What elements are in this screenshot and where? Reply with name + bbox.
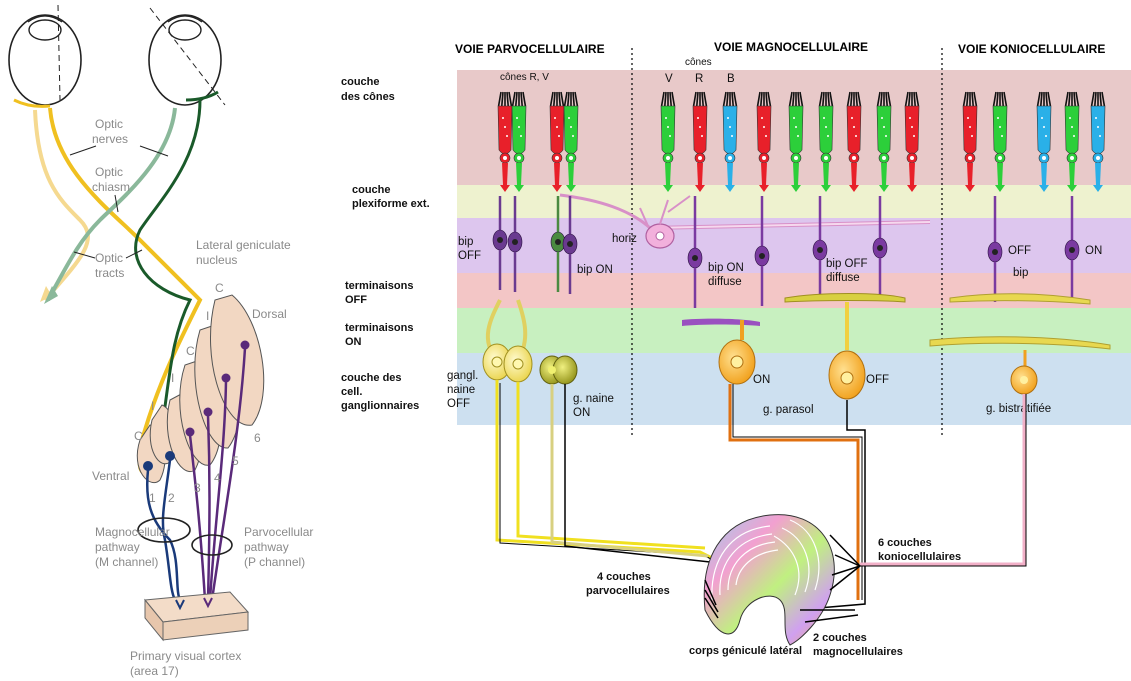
bip-off-label-2: OFF xyxy=(458,250,481,262)
row-cones-2: des cônes xyxy=(341,91,395,103)
parvo-layers-2: parvocellulaires xyxy=(586,585,670,597)
cones-rv-label: cônes R, V xyxy=(500,72,549,83)
corps-genicule-label: corps géniculé latéral xyxy=(689,645,802,657)
magno-label-2: pathway xyxy=(95,540,140,554)
c-mark-1: C xyxy=(134,429,143,443)
parvo-label-2: pathway xyxy=(244,540,289,554)
lgn-label-1: Lateral geniculate xyxy=(196,238,291,252)
i-mark-3: I xyxy=(206,309,209,323)
lgn-left xyxy=(137,295,263,483)
parvo-label-1: Parvocellular xyxy=(244,525,313,539)
bip-on-diffuse-2: diffuse xyxy=(708,276,742,288)
i-mark-1: I xyxy=(151,399,154,413)
cone-v-label: V xyxy=(665,73,673,85)
parvo-layers-1: 4 couches xyxy=(597,571,651,583)
bip-off-diffuse-2: diffuse xyxy=(826,272,860,284)
left-eye xyxy=(9,5,81,106)
cortex-label-1: Primary visual cortex xyxy=(130,649,241,663)
layer-number-3: 3 xyxy=(194,481,201,495)
cones-label: cônes xyxy=(685,57,712,68)
magno-label-3: (M channel) xyxy=(95,555,158,569)
row-plex-1: couche xyxy=(352,184,391,196)
optic-chiasm-label-2: chiasm xyxy=(92,180,130,194)
parasol-off-label: OFF xyxy=(866,374,889,386)
lgn-label-2: nucleus xyxy=(196,253,237,267)
row-termoff-2: OFF xyxy=(345,294,367,306)
right-eye xyxy=(149,8,225,105)
parvo-label-3: (P channel) xyxy=(244,555,305,569)
row-plex-2: plexiforme ext. xyxy=(352,198,430,210)
row-termon-1: terminaisons xyxy=(345,322,413,334)
optic-tracts-label-2: tracts xyxy=(95,266,124,280)
left-diagram: Optic nerves Optic chiasm Optic tracts L… xyxy=(9,5,313,678)
row-gang-2: cell. xyxy=(341,386,362,398)
lgn-right xyxy=(704,515,834,645)
layer-number-6: 6 xyxy=(254,431,261,445)
cone-b-label: B xyxy=(727,73,735,85)
g-bistratifiee-label: g. bistratifiée xyxy=(986,403,1051,415)
layer-number-5: 5 xyxy=(232,454,239,468)
optic-tracts-label-1: Optic xyxy=(95,251,123,265)
layer-number-1: 1 xyxy=(149,491,156,505)
bip-off-diffuse-1: bip OFF xyxy=(826,258,868,270)
header-parvo: VOIE PARVOCELLULAIRE xyxy=(455,42,605,56)
bip-on-label: bip ON xyxy=(577,264,613,276)
bip-off-label-1: bip xyxy=(458,236,473,248)
i-mark-2: I xyxy=(171,371,174,385)
cortex-block xyxy=(145,592,248,640)
g-naine-on-2: ON xyxy=(573,407,590,419)
cortex-label-2: (area 17) xyxy=(130,664,179,678)
cone-r-label: R xyxy=(695,73,703,85)
gangl-naine-off-2: naine xyxy=(447,384,475,396)
header-magno: VOIE MAGNOCELLULAIRE xyxy=(714,40,868,54)
row-gang-3: ganglionnaires xyxy=(341,400,419,412)
row-gang-1: couche des xyxy=(341,372,402,384)
gangl-naine-off-1: gangl. xyxy=(447,370,478,382)
konio-bip-label: bip xyxy=(1013,267,1028,279)
midget-ganglion-on-2 xyxy=(553,356,577,384)
konio-off-label: OFF xyxy=(1008,245,1031,257)
bip-on-diffuse-1: bip ON xyxy=(708,262,744,274)
konio-layers-1: 6 couches xyxy=(878,537,932,549)
konio-on-label: ON xyxy=(1085,245,1102,257)
magno-label-1: Magnocellular xyxy=(95,525,170,539)
row-termoff-1: terminaisons xyxy=(345,280,413,292)
magno-layers-2: magnocellulaires xyxy=(813,646,903,658)
horiz-label: horiz xyxy=(612,233,637,245)
optic-chiasm-label-1: Optic xyxy=(95,165,123,179)
layer-number-2: 2 xyxy=(168,491,175,505)
layer-number-4: 4 xyxy=(214,471,221,485)
optic-nerves-label-2: nerves xyxy=(92,132,128,146)
c-mark-2: C xyxy=(186,344,195,358)
dorsal-label: Dorsal xyxy=(252,307,287,321)
header-konio: VOIE KONIOCELLULAIRE xyxy=(958,42,1105,56)
parasol-on-label: ON xyxy=(753,374,770,386)
magno-layers-1: 2 couches xyxy=(813,632,867,644)
row-termon-2: ON xyxy=(345,336,362,348)
konio-layers-2: koniocellulaires xyxy=(878,551,961,563)
c-mark-3: C xyxy=(215,281,224,295)
row-cones-1: couche xyxy=(341,76,380,88)
gangl-naine-off-3: OFF xyxy=(447,398,470,410)
right-diagram: VOIE PARVOCELLULAIRE VOIE MAGNOCELLULAIR… xyxy=(341,40,1131,658)
optic-nerves-label-1: Optic xyxy=(95,117,123,131)
ventral-label: Ventral xyxy=(92,469,129,483)
g-naine-on-1: g. naine xyxy=(573,393,614,405)
band-term-on xyxy=(457,308,1131,353)
g-parasol-label: g. parasol xyxy=(763,404,814,416)
